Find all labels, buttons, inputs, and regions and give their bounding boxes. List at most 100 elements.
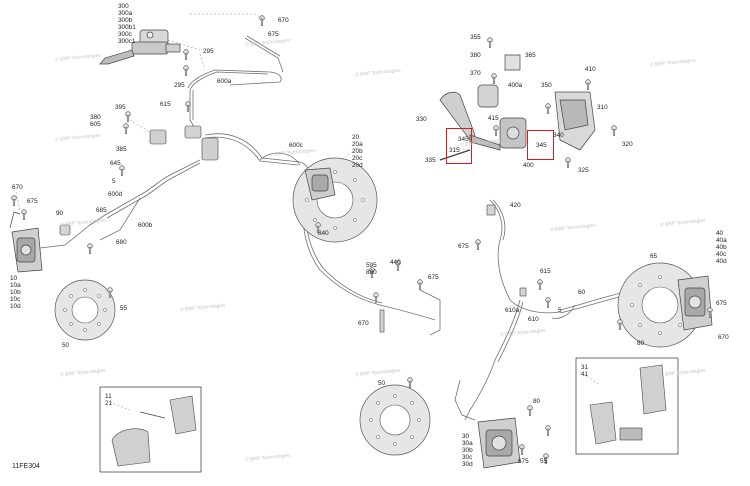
part-label: 380 — [90, 114, 101, 121]
part-label: 840 — [318, 230, 329, 237]
part-label: 600c — [289, 142, 303, 149]
inset-box-right — [575, 357, 679, 455]
part-label: 380 — [470, 52, 481, 59]
part-label: 670 — [358, 320, 369, 327]
inset-label: 31 — [581, 364, 589, 371]
part-label: 365 — [525, 52, 536, 59]
part-label: 5 — [558, 307, 562, 314]
part-label: 615 — [540, 268, 551, 275]
part-label: 40d — [716, 258, 727, 265]
part-label: 300a — [118, 10, 133, 17]
part-label: 30c — [462, 454, 473, 461]
center-caliper — [304, 167, 336, 201]
part-label: 20c — [352, 155, 363, 162]
part-label: 20b — [352, 148, 363, 155]
part-label: 60 — [578, 289, 586, 296]
part-label: 320 — [622, 141, 633, 148]
part-label: 40b — [716, 244, 727, 251]
part-label: 10a — [10, 282, 21, 289]
part-label: 30a — [462, 440, 473, 447]
part-label: 40a — [716, 237, 727, 244]
highlight-box-345-left — [446, 128, 472, 164]
part-label: 295 — [174, 82, 185, 89]
part-label: 20 — [352, 134, 360, 141]
part-label: 300c1 — [118, 38, 136, 45]
part-label: 10d — [10, 303, 21, 310]
part-label: 410 — [585, 66, 596, 73]
part-label: 400a — [508, 82, 523, 89]
right-caliper — [677, 275, 713, 331]
part-label: 645 — [110, 160, 121, 167]
part-label: 40 — [716, 230, 724, 237]
part-label: 300c — [118, 31, 132, 38]
part-label: 600b — [138, 222, 153, 229]
part-label: 615 — [160, 101, 171, 108]
part-label: 40c — [716, 251, 727, 258]
part-label: 10 — [10, 275, 18, 282]
part-label: 30 — [462, 433, 470, 440]
diagram-code: 11FE304 — [12, 463, 40, 470]
part-label: 10c — [10, 296, 21, 303]
part-label: 50 — [378, 380, 386, 387]
part-label: 350 — [541, 82, 552, 89]
part-label: 670 — [278, 17, 289, 24]
part-label: 680 — [116, 239, 127, 246]
part-label: 50 — [62, 342, 70, 349]
part-label: 355 — [470, 34, 481, 41]
part-label: 670 — [12, 184, 23, 191]
part-label: 880 — [366, 269, 377, 276]
part-label: 675 — [716, 300, 727, 307]
part-label: 300b1 — [118, 24, 136, 31]
part-label: 5 — [112, 178, 116, 185]
part-label: 310 — [597, 104, 608, 111]
part-label: 400 — [523, 162, 534, 169]
part-label: 30b — [462, 447, 473, 454]
part-label: 415 — [488, 115, 499, 122]
part-label: 325 — [578, 167, 589, 174]
inset-label: 41 — [581, 371, 589, 378]
part-label: 300b — [118, 17, 133, 24]
part-label: 55 — [120, 305, 128, 312]
part-label: 370 — [470, 70, 481, 77]
part-label: 20d — [352, 162, 363, 169]
part-label: 80 — [637, 340, 645, 347]
inset-box-left — [99, 386, 202, 473]
part-label: 670 — [718, 334, 729, 341]
inset-label: 11 — [105, 393, 112, 400]
part-label: 395 — [115, 104, 126, 111]
inset-label: 21 — [105, 400, 113, 407]
part-label: 675 — [518, 458, 529, 465]
part-label: 600a — [217, 78, 232, 85]
left-brake-disc — [54, 279, 116, 341]
part-label: 65 — [650, 253, 658, 260]
part-label: 420 — [510, 202, 521, 209]
part-label: 610 — [528, 316, 539, 323]
part-label: 10b — [10, 289, 21, 296]
part-label: 340 — [553, 132, 564, 139]
part-label: 30d — [462, 461, 473, 468]
part-label: 440 — [390, 259, 401, 266]
left-caliper — [9, 211, 43, 273]
highlight-box-345-right — [527, 130, 554, 160]
part-label: 675 — [458, 243, 469, 250]
part-label: 605 — [90, 121, 101, 128]
part-label: 295 — [203, 48, 214, 55]
part-label: 675 — [428, 274, 439, 281]
part-label: 385 — [116, 146, 127, 153]
bottom-center-brake-disc — [359, 384, 431, 456]
master-cylinder — [99, 29, 181, 65]
part-label-highlighted: 345 — [458, 136, 469, 143]
bottom-caliper — [477, 417, 521, 469]
part-label: 675 — [27, 198, 38, 205]
leader-lines — [15, 13, 601, 411]
part-label: 55 — [540, 458, 548, 465]
part-label: 610a — [505, 307, 520, 314]
part-label: 90 — [56, 210, 64, 217]
part-label: 685 — [96, 207, 107, 214]
part-label: 80 — [533, 398, 541, 405]
part-label: 600d — [108, 191, 123, 198]
part-label: 300 — [118, 3, 129, 10]
part-label: 335 — [425, 157, 436, 164]
